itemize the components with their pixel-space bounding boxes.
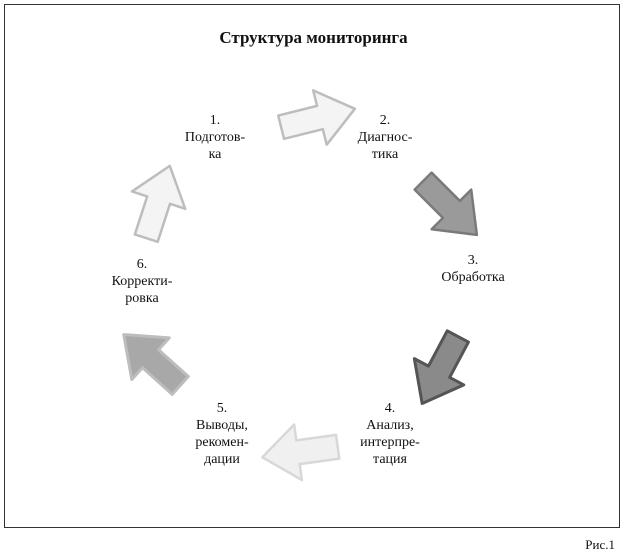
step-1-text-line-2: ка bbox=[208, 147, 222, 162]
step-4-number: 4. bbox=[384, 401, 396, 416]
step-5-number: 5. bbox=[216, 401, 228, 416]
arrow-3-to-4-icon bbox=[412, 329, 470, 406]
step-1-text-line-1: Подготов- bbox=[184, 130, 246, 145]
step-4-text-line-1: Анализ, bbox=[366, 418, 414, 433]
step-2-number: 2. bbox=[379, 113, 391, 128]
step-5-label: 5. Выводы, рекомен- дации bbox=[172, 400, 272, 468]
arrow-4-to-5-icon bbox=[261, 423, 341, 482]
step-6-text-line-2: ровка bbox=[125, 291, 159, 306]
step-4-text-line-2: интерпре- bbox=[360, 435, 420, 450]
step-3-number: 3. bbox=[467, 253, 479, 268]
arrow-2-to-3-icon bbox=[413, 171, 479, 237]
step-5-text-line-3: дации bbox=[204, 452, 240, 467]
step-2-label: 2. Диагнос- тика bbox=[340, 112, 430, 163]
step-6-text-line-1: Корректи- bbox=[111, 274, 173, 289]
step-5-text-line-2: рекомен- bbox=[195, 435, 249, 450]
step-2-text-line-1: Диагнос- bbox=[357, 130, 413, 145]
arrow-5-to-6-icon bbox=[122, 333, 190, 396]
step-3-text-line-1: Обработка bbox=[441, 270, 505, 285]
step-3-label: 3. Обработка bbox=[418, 252, 528, 286]
step-1-label: 1. Подготов- ка bbox=[170, 112, 260, 163]
diagram-title: Структура мониторинга bbox=[219, 28, 408, 47]
arrow-1-to-2-icon bbox=[276, 89, 357, 146]
step-6-label: 6. Корректи- ровка bbox=[92, 256, 192, 307]
step-2-text-line-2: тика bbox=[371, 147, 399, 162]
figure-label: Рис.1 bbox=[585, 537, 615, 552]
step-6-number: 6. bbox=[136, 257, 148, 272]
diagram-frame bbox=[4, 4, 620, 528]
step-4-text-line-3: тация bbox=[373, 452, 407, 467]
arrow-6-to-1-icon bbox=[130, 164, 187, 244]
step-4-label: 4. Анализ, интерпре- тация bbox=[340, 400, 440, 468]
step-1-number: 1. bbox=[209, 113, 221, 128]
step-5-text-line-1: Выводы, bbox=[196, 418, 248, 433]
